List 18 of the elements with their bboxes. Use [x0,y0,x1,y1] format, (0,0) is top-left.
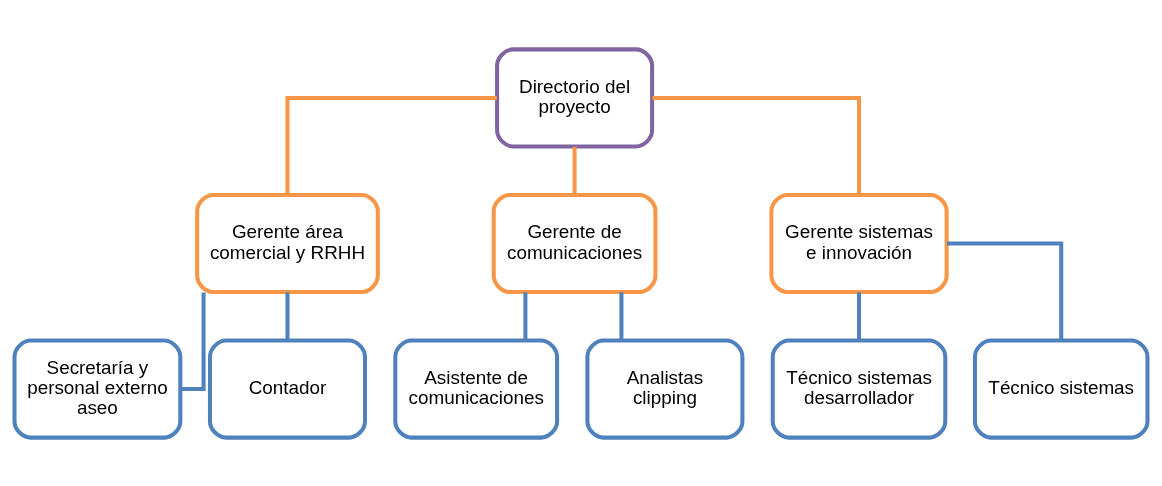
node-box: Contador [207,338,367,440]
node-box: Gerente sistemas e innovación [769,192,949,294]
connector [285,291,290,340]
node-box: Directorio del proyecto [495,46,655,148]
node-box: Gerente área comercial y RRHH [195,192,380,294]
node-box: Asistente de comunicaciones [393,338,560,440]
node-box: Técnico sistemas desarrollador [770,338,948,440]
connector [857,291,862,340]
connector [285,95,497,195]
node-box: Analistas clipping [585,338,745,440]
connector [523,291,528,340]
connector [947,241,1064,340]
node-box: Gerente de comunicaciones [491,192,658,294]
connector [572,146,577,194]
node-box: Técnico sistemas [972,338,1150,440]
connector [619,291,624,340]
connector [652,95,862,195]
node-box: Secretaría y personal externo aseo [12,338,183,440]
